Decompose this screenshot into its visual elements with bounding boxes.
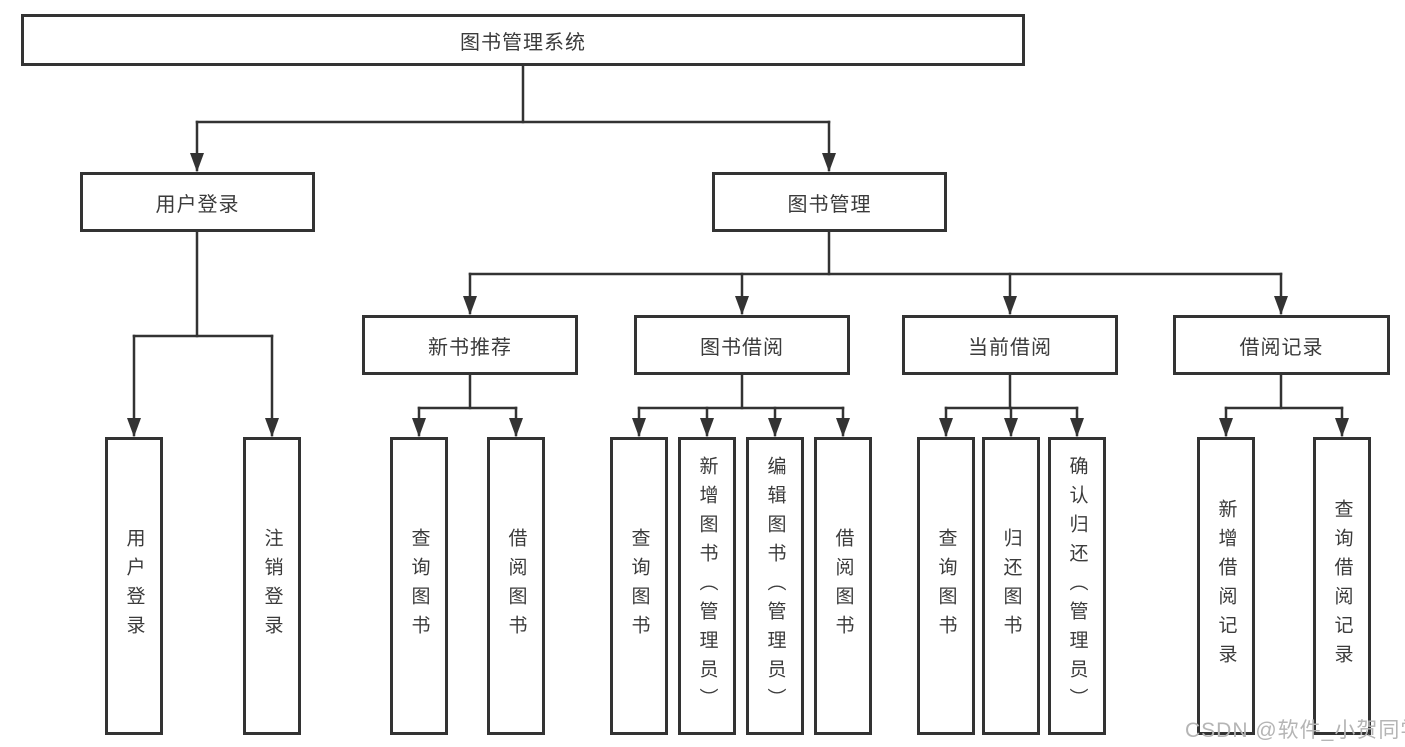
- leaf-user-login-label: 用户登录: [123, 528, 145, 644]
- node-book-management-label: 图书管理: [787, 193, 872, 216]
- leaf-query-book-3-label: 查询图书: [935, 528, 957, 644]
- leaf-add-book-admin-label: 新增图书（管理员）: [696, 455, 718, 717]
- leaf-query-borrow-record: 查询借阅记录: [1313, 437, 1371, 735]
- node-root: 图书管理系统: [21, 14, 1025, 66]
- leaf-query-book-1: 查询图书: [390, 437, 448, 735]
- leaf-query-book-1-label: 查询图书: [408, 528, 430, 644]
- leaf-query-book-2: 查询图书: [610, 437, 668, 735]
- leaf-borrow-book-2-label: 借阅图书: [832, 528, 854, 644]
- leaf-logout: 注销登录: [243, 437, 301, 735]
- node-borrow-record-label: 借阅记录: [1239, 336, 1324, 359]
- node-user-login: 用户登录: [80, 172, 315, 232]
- leaf-query-book-3: 查询图书: [917, 437, 975, 735]
- leaf-add-borrow-record-label: 新增借阅记录: [1215, 499, 1237, 673]
- watermark-text: CSDN @软件_小贺同学: [1185, 719, 1405, 742]
- leaf-return-book: 归还图书: [982, 437, 1040, 735]
- node-new-book-recommend: 新书推荐: [362, 315, 578, 375]
- leaf-add-borrow-record: 新增借阅记录: [1197, 437, 1255, 735]
- leaf-edit-book-admin: 编辑图书（管理员）: [746, 437, 804, 735]
- node-new-book-recommend-label: 新书推荐: [428, 336, 512, 359]
- leaf-edit-book-admin-label: 编辑图书（管理员）: [764, 455, 786, 717]
- node-current-borrow: 当前借阅: [902, 315, 1118, 375]
- node-book-borrow: 图书借阅: [634, 315, 850, 375]
- node-book-borrow-label: 图书借阅: [700, 336, 784, 359]
- node-root-label: 图书管理系统: [460, 31, 586, 54]
- leaf-add-book-admin: 新增图书（管理员）: [678, 437, 736, 735]
- leaf-borrow-book-1: 借阅图书: [487, 437, 545, 735]
- node-book-management: 图书管理: [712, 172, 947, 232]
- leaf-borrow-book-1-label: 借阅图书: [505, 528, 527, 644]
- node-current-borrow-label: 当前借阅: [968, 336, 1052, 359]
- leaf-confirm-return-admin-label: 确认归还（管理员）: [1066, 455, 1088, 717]
- leaf-return-book-label: 归还图书: [1000, 528, 1022, 644]
- leaf-query-book-2-label: 查询图书: [628, 528, 650, 644]
- node-user-login-label: 用户登录: [155, 193, 240, 216]
- leaf-user-login: 用户登录: [105, 437, 163, 735]
- leaf-confirm-return-admin: 确认归还（管理员）: [1048, 437, 1106, 735]
- leaf-borrow-book-2: 借阅图书: [814, 437, 872, 735]
- node-borrow-record: 借阅记录: [1173, 315, 1390, 375]
- leaf-query-borrow-record-label: 查询借阅记录: [1331, 499, 1353, 673]
- leaf-logout-label: 注销登录: [261, 528, 283, 644]
